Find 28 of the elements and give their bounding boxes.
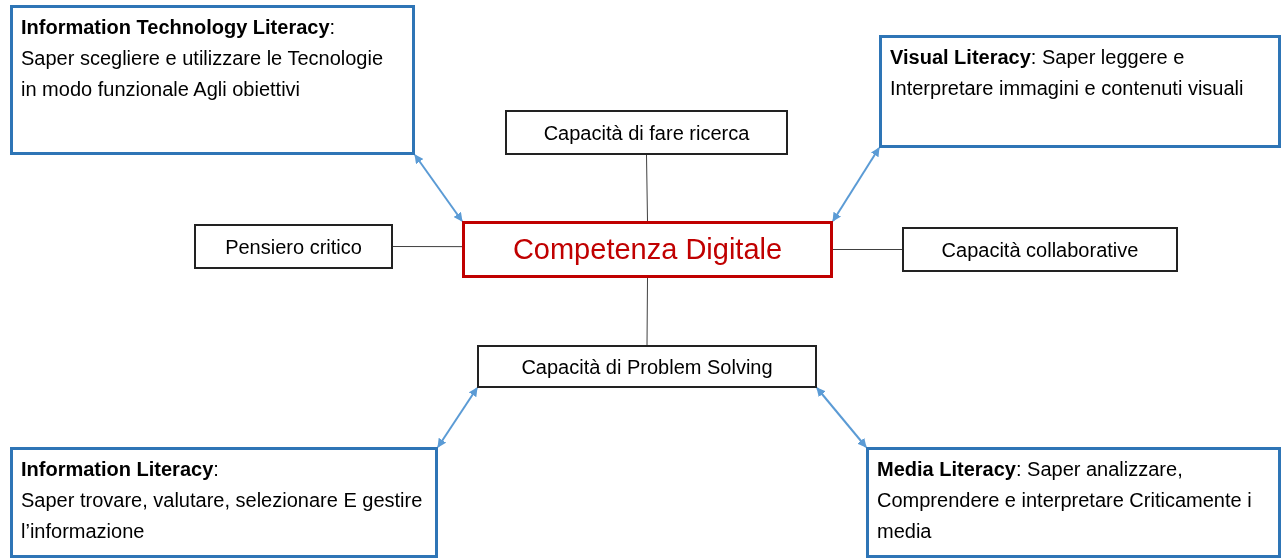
- connector-line: [646, 154, 648, 222]
- box-heading: Information Literacy:: [21, 457, 220, 482]
- double-arrow: [832, 147, 880, 222]
- skill-box: [194, 224, 393, 269]
- box-text: Pensiero critico: [225, 234, 362, 260]
- skill-box: [477, 345, 817, 388]
- box-text: Capacità di Problem Solving: [521, 354, 773, 380]
- connector-line: [832, 249, 903, 250]
- box-text: Media Literacy: Saper analizzare, Comprendere e interpretare Criticamente i media: [877, 457, 1253, 544]
- box-text: Saper scegliere e utilizzare le Tecnologie in modo funzionale Agli obiettivi: [21, 46, 385, 102]
- box-text: Visual Literacy: Saper leggere e Interpretare immagini e contenuti visuali: [890, 45, 1245, 101]
- central-box: [462, 221, 833, 278]
- double-arrow: [437, 387, 478, 448]
- literacy-box: [866, 447, 1281, 558]
- box-text: Capacità collaborative: [941, 237, 1139, 263]
- literacy-box: [10, 447, 438, 558]
- box-text: Saper trovare, valutare, selezionare E gestire l’informazione: [21, 488, 424, 544]
- literacy-box: [879, 35, 1281, 148]
- double-arrow: [414, 154, 463, 222]
- skill-box: [505, 110, 788, 155]
- connector-line: [646, 277, 648, 346]
- box-text: Competenza Digitale: [512, 231, 783, 267]
- literacy-box: [10, 5, 415, 155]
- skill-box: [902, 227, 1178, 272]
- connector-line: [392, 246, 463, 248]
- box-text: Capacità di fare ricerca: [543, 120, 750, 146]
- box-heading: Information Technology Literacy:: [21, 15, 337, 40]
- double-arrow: [816, 387, 867, 448]
